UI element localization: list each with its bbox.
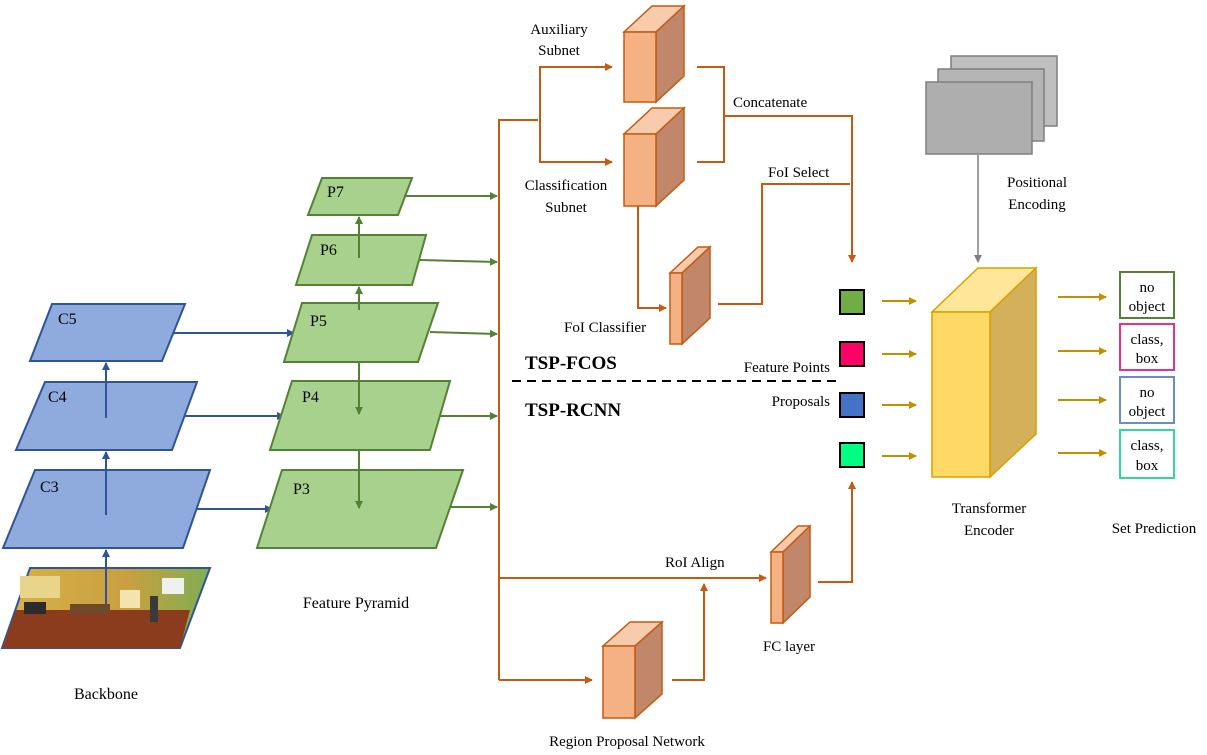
prediction-2-line-1: class, <box>1131 332 1164 348</box>
auxiliary-label-1: Auxiliary <box>530 22 588 38</box>
arrow-rpn-to-roi <box>672 583 708 681</box>
pyramid-p3 <box>255 469 465 549</box>
backbone-c4-label: C4 <box>48 389 67 406</box>
foi-select-label: FoI Select <box>768 165 830 181</box>
positional-label-1: Positional <box>1007 175 1067 191</box>
backbone-c5 <box>28 303 187 362</box>
foi-classifier-label: FoI Classifier <box>564 320 646 336</box>
pyramid-p3-label: P3 <box>293 481 310 498</box>
token-feature-point-2 <box>839 341 865 367</box>
token-feature-point-1 <box>839 289 865 315</box>
roi-align-label: RoI Align <box>665 555 725 571</box>
pyramid-p4-label: P4 <box>302 389 319 406</box>
token-proposal-2 <box>839 442 865 468</box>
prediction-box-2 <box>1119 323 1175 371</box>
arrow-p5-out <box>429 329 498 338</box>
encoder-label-2: Encoder <box>964 523 1014 539</box>
rpn-label: Region Proposal Network <box>549 734 705 750</box>
arrow-p6-out <box>419 257 498 266</box>
variant-top-label: TSP-FCOS <box>525 353 617 374</box>
auxiliary-label-2: Subnet <box>538 43 581 59</box>
prediction-1-line-2: object <box>1129 299 1166 315</box>
fc-layer-label: FC layer <box>763 639 815 655</box>
prediction-1-line-1: no <box>1140 280 1155 296</box>
positional-encoding-stack <box>925 55 1058 155</box>
proposals-label: Proposals <box>772 394 831 410</box>
prediction-box-3 <box>1119 376 1175 424</box>
arrow-to-classification <box>539 120 613 166</box>
arrow-fc-to-proposals <box>818 481 856 583</box>
prediction-4-line-1: class, <box>1131 438 1164 454</box>
arrow-concat-to-points <box>724 115 856 263</box>
variant-bottom-label: TSP-RCNN <box>525 400 621 421</box>
input-image <box>0 567 212 649</box>
token-proposal-1 <box>839 392 865 418</box>
pyramid-p6 <box>294 234 428 286</box>
backbone-c3-label: C3 <box>40 479 59 496</box>
positional-label-2: Encoding <box>1008 197 1066 213</box>
pyramid-p5 <box>282 302 440 363</box>
pyramid-p6-label: P6 <box>320 242 337 259</box>
encoder-label-1: Transformer <box>952 501 1026 517</box>
rpn-block <box>601 620 664 720</box>
concat-bracket <box>697 66 725 163</box>
prediction-2-line-2: box <box>1136 351 1159 367</box>
pyramid-p7 <box>306 177 414 216</box>
prediction-4-line-2: box <box>1136 458 1159 474</box>
feature-points-label: Feature Points <box>744 360 830 376</box>
foi-classifier-block <box>668 245 712 346</box>
classification-label-1: Classification <box>525 178 608 194</box>
prediction-3-line-2: object <box>1129 404 1166 420</box>
pyramid-p7-label: P7 <box>327 184 344 201</box>
pyramid-p4 <box>268 380 452 451</box>
prediction-box-4 <box>1119 429 1175 479</box>
prediction-box-1 <box>1119 271 1175 319</box>
set-prediction-label: Set Prediction <box>1112 521 1197 537</box>
backbone-label: Backbone <box>74 686 138 703</box>
classification-label-2: Subnet <box>545 200 588 216</box>
concatenate-label: Concatenate <box>733 95 807 111</box>
pyramid-p5-label: P5 <box>310 313 327 330</box>
transformer-encoder-block <box>930 266 1038 479</box>
auxiliary-subnet-block <box>622 4 686 104</box>
arrow-foi-select <box>718 183 850 305</box>
trunk-line <box>498 119 538 680</box>
pyramid-label: Feature Pyramid <box>303 595 409 612</box>
fc-layer-block <box>769 524 812 625</box>
backbone-c5-label: C5 <box>58 311 77 328</box>
classification-subnet-block <box>622 106 686 208</box>
arrow-to-foi-classifier <box>637 206 667 312</box>
arrow-to-auxiliary <box>539 63 613 160</box>
prediction-3-line-1: no <box>1140 385 1155 401</box>
